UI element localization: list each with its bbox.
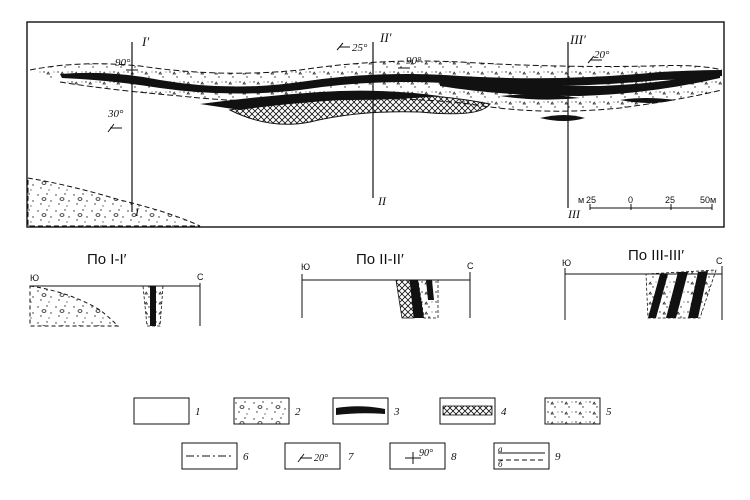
legend-box-5 <box>544 397 601 425</box>
legend-box-8 <box>389 442 446 470</box>
legend-box-3 <box>332 397 389 425</box>
ore-layer-main <box>60 70 722 94</box>
line-2-top: II′ <box>379 30 392 45</box>
plan-map: I′ I II′ II III′ III 90° 30° 25° 90° 20° <box>26 21 725 228</box>
legend-label-9: 9 <box>555 451 561 463</box>
legend-box-1 <box>133 397 190 425</box>
ore-layer-east <box>440 72 720 96</box>
section-3-title: По III-III′ <box>628 247 684 264</box>
legend-box-6 <box>181 442 238 470</box>
legend-label-5: 5 <box>606 406 612 418</box>
legend-label-1: 1 <box>195 406 201 418</box>
line-2-bottom: II <box>377 194 387 208</box>
legend-label-8: 8 <box>451 451 457 463</box>
dip-label-4: 90° <box>406 55 422 67</box>
legend-label-3: 3 <box>393 406 400 418</box>
dip-symbol-3 <box>336 42 350 51</box>
scale-tick-2: 0 <box>628 195 633 205</box>
section-2-title: По II-II′ <box>356 251 404 268</box>
contact-upper <box>29 60 723 74</box>
section-1-north: С <box>197 272 204 282</box>
legend-label-6: 6 <box>243 451 249 463</box>
ore-layer-lower <box>200 90 440 110</box>
legend-9-a: а <box>498 444 503 454</box>
scale-tick-1: 25 <box>586 195 596 205</box>
section-1: По I-I′ Ю С <box>29 251 204 327</box>
section-1-title: По I-I′ <box>87 251 127 268</box>
dip-label-3: 25° <box>352 42 368 54</box>
section-1-south: Ю <box>30 273 39 283</box>
conglomerate-area <box>27 177 201 227</box>
section-lines: I′ I II′ II III′ III <box>131 30 586 221</box>
legend-box-9 <box>493 442 550 470</box>
dip-symbol-2 <box>107 123 122 133</box>
line-3-top: III′ <box>569 32 586 47</box>
legend-box-2 <box>233 397 290 425</box>
dip-label-5: 20° <box>594 49 610 61</box>
scale-bar: м 25 0 25 50м <box>578 195 716 210</box>
dip-symbol-5 <box>587 55 602 64</box>
ore-lens-2 <box>620 98 675 103</box>
map-frame <box>26 21 725 228</box>
section-2-south: Ю <box>301 262 310 272</box>
ore-lens-1 <box>540 115 585 121</box>
legend-label-2: 2 <box>295 406 301 418</box>
line-3-bottom: III <box>567 207 581 221</box>
scale-tick-3: 25 <box>665 195 675 205</box>
legend: 1 2 3 4 5 6 20° 7 90° 8 а б 9 <box>133 397 612 470</box>
section-3-south: Ю <box>562 258 571 268</box>
legend-7-angle: 20° <box>314 453 328 464</box>
legend-label-7: 7 <box>348 451 354 463</box>
ore-lens-3 <box>500 94 580 100</box>
legend-8-angle: 90° <box>419 448 433 459</box>
line-1-top: I′ <box>141 34 149 49</box>
legend-label-4: 4 <box>501 406 507 418</box>
legend-box-7 <box>284 442 341 470</box>
section-3: По III-III′ Ю С <box>562 247 723 320</box>
dip-label-2: 30° <box>107 108 124 120</box>
legend-box-4 <box>439 397 496 425</box>
dip-label-1: 90° <box>115 57 131 69</box>
section-2-north: С <box>467 261 474 271</box>
section-3-north: С <box>716 256 723 266</box>
scale-unit: м <box>578 195 584 205</box>
legend-9-b: б <box>498 459 503 469</box>
scale-tick-4: 50м <box>700 195 716 205</box>
section-2: По II-II′ Ю С <box>301 251 474 319</box>
dip-symbols: 90° 30° 25° 90° 20° <box>107 42 610 133</box>
line-1-bottom: I <box>134 205 140 219</box>
